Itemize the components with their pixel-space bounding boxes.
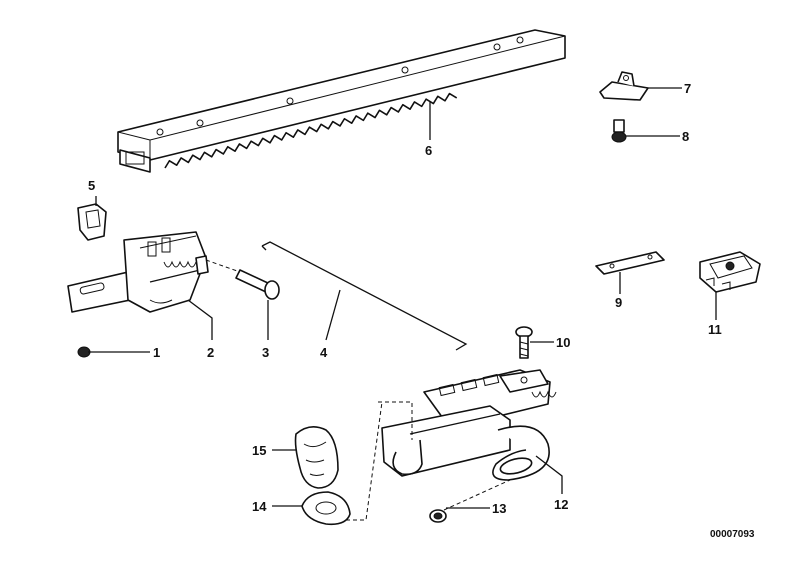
diagram-reference-number: 00007093 [710, 529, 755, 540]
cap-part [294, 426, 339, 489]
clip-part [77, 203, 107, 241]
callout-4: 4 [320, 345, 328, 360]
callout-15: 15 [252, 443, 266, 458]
leader-lines [88, 87, 717, 509]
nut-part [611, 119, 627, 143]
bolt-part [515, 326, 533, 359]
callout-5: 5 [88, 178, 95, 193]
callout-2: 2 [207, 345, 214, 360]
clip-nut-part [699, 251, 761, 293]
callout-3: 3 [262, 345, 269, 360]
callout-8: 8 [682, 129, 689, 144]
callout-9: 9 [615, 295, 622, 310]
callout-labels: 1 2 3 4 5 6 7 8 9 10 11 12 13 14 15 [88, 81, 722, 516]
nut-13-part [429, 479, 511, 523]
rod-part [261, 241, 468, 351]
callout-11: 11 [708, 322, 722, 337]
callout-1: 1 [153, 345, 160, 360]
lower-lock-assembly-part [378, 369, 557, 481]
small-bracket-part [599, 71, 649, 101]
callout-10: 10 [556, 335, 570, 350]
callout-6: 6 [425, 143, 432, 158]
seat-rail-part [117, 29, 566, 173]
callout-12: 12 [554, 497, 568, 512]
grommet-part [301, 401, 383, 526]
flat-plate-part [595, 251, 665, 275]
screw-part [205, 259, 280, 300]
callout-13: 13 [492, 501, 506, 516]
callout-7: 7 [684, 81, 691, 96]
callout-14: 14 [252, 499, 267, 514]
lock-bracket-part [67, 231, 209, 313]
